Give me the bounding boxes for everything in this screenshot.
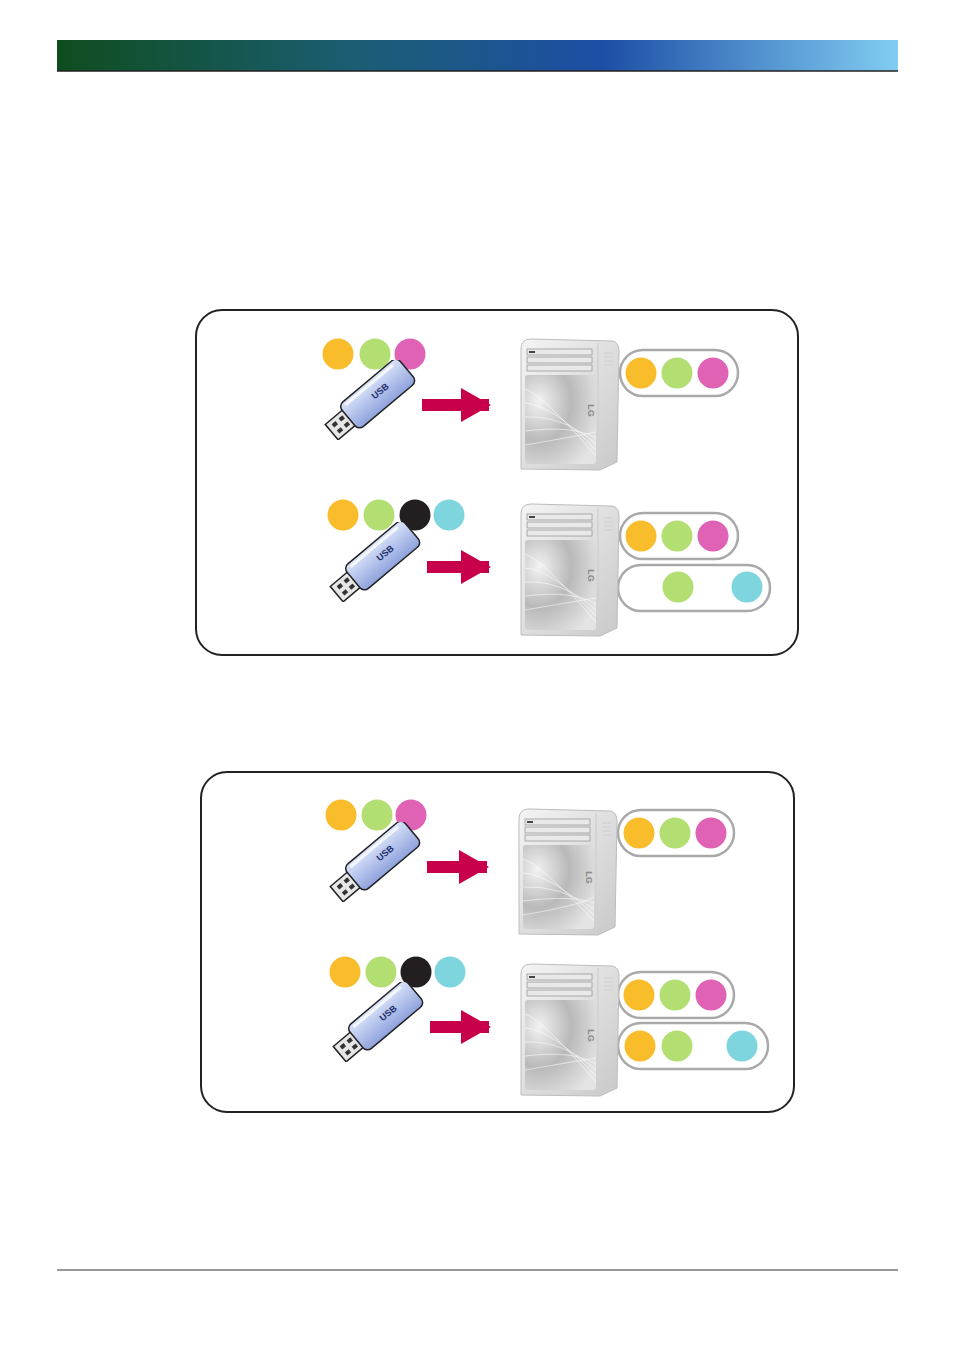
brand-logo: LG [586, 570, 595, 583]
file-dot [696, 980, 727, 1011]
server-front [523, 845, 594, 929]
file-group-oval [620, 513, 738, 559]
usb-drive: USB [327, 822, 423, 902]
file-dot [727, 1031, 758, 1062]
drive-picture [330, 982, 426, 1062]
drive-picture [327, 522, 423, 602]
file-dot [330, 957, 361, 988]
file-dot [660, 980, 691, 1011]
file-dot [662, 358, 693, 389]
file-dot [323, 339, 354, 370]
server-body [519, 809, 617, 935]
server-picture [515, 335, 622, 472]
server-picture [513, 805, 620, 937]
file-group-oval [618, 565, 770, 611]
usb-body [346, 982, 425, 1052]
usb-drive: USB [330, 982, 426, 1062]
usb-drive: USB [327, 522, 423, 602]
usb-drive: USB [322, 360, 418, 440]
usb-body [343, 522, 422, 592]
server-body [521, 339, 619, 470]
file-dot [626, 521, 657, 552]
transfer-arrow [422, 399, 489, 411]
brand-logo: LG [586, 1030, 595, 1043]
server-body [521, 964, 619, 1096]
file-dot [698, 358, 729, 389]
server-front [525, 1000, 596, 1090]
file-dot [366, 957, 397, 988]
server-front [525, 540, 596, 630]
file-dot [660, 818, 691, 849]
file-dot [662, 521, 693, 552]
file-dot [626, 358, 657, 389]
file-dot [362, 800, 393, 831]
file-group-oval [618, 1023, 768, 1069]
file-group-oval [620, 350, 738, 396]
panel [196, 310, 798, 655]
transfer-arrow [427, 861, 487, 873]
server-front [525, 375, 596, 464]
server-tower: LG [515, 500, 622, 638]
file-dot [364, 500, 395, 531]
transfer-arrow [430, 1021, 489, 1033]
footer-rule [57, 1270, 898, 1271]
file-dot [624, 818, 655, 849]
file-dot [328, 500, 359, 531]
brand-logo: LG [584, 871, 593, 884]
usb-body [343, 822, 422, 892]
file-dot [326, 800, 357, 831]
file-dot [435, 957, 466, 988]
brand-logo: LG [586, 404, 595, 417]
file-dot [624, 980, 655, 1011]
server-tower: LG [513, 805, 620, 937]
file-group-oval [618, 810, 734, 856]
drive-picture [327, 822, 423, 902]
panel [201, 772, 794, 1112]
header-bar [57, 40, 898, 71]
drive-picture [322, 360, 418, 440]
server-picture [515, 960, 622, 1098]
server-body [521, 504, 619, 636]
file-dot [434, 500, 465, 531]
file-group-oval [618, 972, 734, 1018]
transfer-arrow [427, 561, 489, 573]
file-dot [662, 1031, 693, 1062]
header-rule [57, 70, 898, 72]
server-tower: LG [515, 335, 622, 472]
file-dot [663, 572, 694, 603]
file-dot [732, 572, 763, 603]
server-picture [515, 500, 622, 638]
file-dot [696, 818, 727, 849]
server-tower: LG [515, 960, 622, 1098]
file-dot [698, 521, 729, 552]
file-dot [625, 1031, 656, 1062]
usb-body [338, 360, 417, 430]
